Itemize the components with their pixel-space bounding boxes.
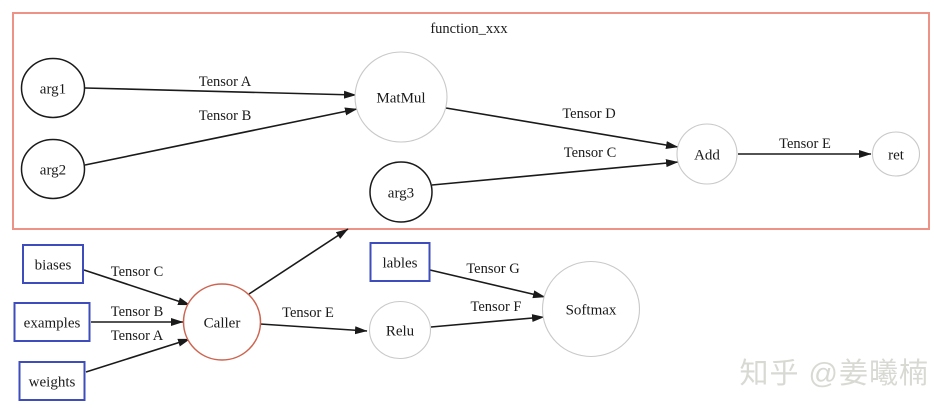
node-arg3 <box>369 161 433 223</box>
edge-biases-caller <box>83 269 191 306</box>
edge-label-matmul-add: Tensor D <box>562 106 615 122</box>
node-biases <box>22 244 84 284</box>
node-relu <box>368 300 432 360</box>
node-label-biases: biases <box>35 257 72 273</box>
node-caller <box>182 283 262 361</box>
node-label-weights: weights <box>29 374 76 390</box>
edge-weights-caller <box>85 338 191 373</box>
edge-caller-relu <box>259 323 368 335</box>
edge-matmul-add <box>445 107 679 149</box>
edge-arg3-add <box>431 159 679 186</box>
edge-relu-softmax <box>430 314 545 328</box>
node-arg1 <box>20 57 86 119</box>
node-label-lables: lables <box>383 255 418 271</box>
node-arg2 <box>20 138 86 200</box>
watermark: 知乎 @姜曦楠 <box>739 358 929 390</box>
node-label-matmul: MatMul <box>376 90 425 106</box>
edge-label-caller-relu: Tensor E <box>282 305 334 321</box>
edge-label-examples-caller: Tensor B <box>111 304 164 320</box>
node-label-caller: Caller <box>204 315 241 331</box>
node-label-examples: examples <box>24 315 81 331</box>
function-cluster-box <box>12 12 930 230</box>
edge-label-arg1-matmul: Tensor A <box>199 74 252 90</box>
edge-label-lables-softmax: Tensor G <box>466 261 520 277</box>
edge-lables-softmax <box>429 269 546 299</box>
node-label-add: Add <box>694 147 720 163</box>
node-label-relu: Relu <box>386 323 415 339</box>
edge-label-arg3-add: Tensor C <box>564 145 617 161</box>
edge-arg1-matmul <box>84 87 357 99</box>
node-ret <box>871 131 921 177</box>
edge-label-arg2-matmul: Tensor B <box>199 108 252 124</box>
edge-label-biases-caller: Tensor C <box>111 264 164 280</box>
edge-arg2-matmul <box>84 107 358 166</box>
node-examples <box>13 302 91 342</box>
cluster-title: function_xxx <box>430 21 508 37</box>
edge-label-weights-caller: Tensor A <box>111 328 164 344</box>
node-label-arg2: arg2 <box>40 162 66 178</box>
node-label-arg1: arg1 <box>40 81 66 97</box>
node-add <box>676 123 738 185</box>
edge-label-add-ret: Tensor E <box>779 136 831 152</box>
node-softmax <box>541 260 641 358</box>
node-label-ret: ret <box>888 147 905 163</box>
edge-caller-function <box>248 228 349 295</box>
node-matmul <box>354 51 448 143</box>
node-weights <box>18 361 86 401</box>
node-lables <box>369 242 431 282</box>
node-label-softmax: Softmax <box>566 302 617 318</box>
node-label-arg3: arg3 <box>388 185 414 201</box>
edge-label-relu-softmax: Tensor F <box>471 299 522 315</box>
